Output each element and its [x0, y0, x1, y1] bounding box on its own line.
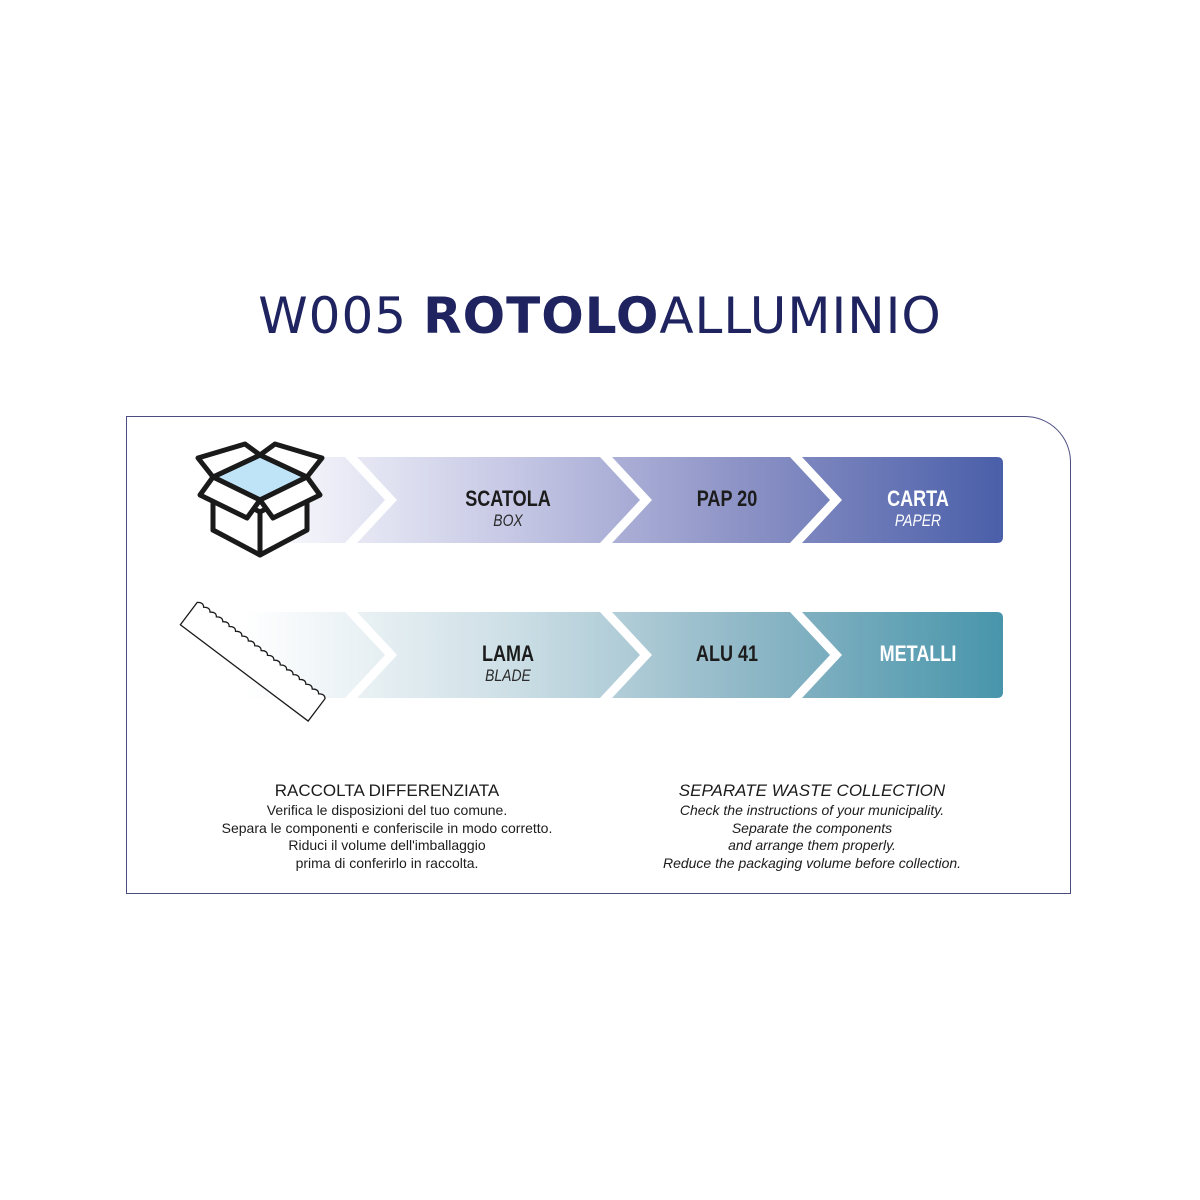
disposal-label-metal: METALLI: [879, 641, 957, 666]
info-line: and arrange them properly.: [728, 837, 896, 853]
info-line: Riduci il volume dell'imballaggio: [288, 837, 486, 853]
info-line: Separa le componenti e conferiscile in m…: [221, 819, 553, 836]
component-label-blade: LAMA BLADE: [481, 641, 535, 686]
chevron-material: [802, 457, 1003, 543]
material-code-pap20: PAP 20: [696, 486, 758, 511]
info-line: Verifica le disposizioni del tuo comune.: [266, 802, 508, 818]
info-line: Reduce the packaging volume before colle…: [662, 854, 962, 871]
chevron-component: [357, 457, 640, 543]
chevron-code: [612, 612, 830, 698]
chevron-component: [357, 612, 640, 698]
row-paper-chevrons: [245, 457, 1003, 543]
page-title: W005 ROTOLOALLUMINIO: [0, 284, 1200, 346]
info-heading: RACCOLTA DIFFERENZIATA: [274, 781, 500, 800]
chevron-code: [612, 457, 830, 543]
info-line: Check the instructions of your municipal…: [679, 802, 945, 818]
info-line: prima di conferirlo in raccolta.: [295, 854, 479, 871]
material-code-alu41: ALU 41: [695, 641, 759, 666]
product-code: W005: [258, 287, 408, 345]
product-name-bold: ROTOLO: [423, 287, 660, 345]
info-heading: SEPARATE WASTE COLLECTION: [678, 781, 946, 800]
recycling-info-frame: [126, 416, 1071, 894]
blade-icon: [179, 601, 326, 722]
info-line: Separate the components: [731, 819, 893, 836]
box-icon: [195, 441, 325, 558]
component-label-box: SCATOLA BOX: [465, 486, 551, 531]
info-english: SEPARATE WASTE COLLECTION Check the inst…: [572, 780, 1052, 872]
product-name-light: ALLUMINIO: [659, 287, 942, 345]
chevron-material: [802, 612, 1003, 698]
disposal-label-paper: CARTA PAPER: [887, 486, 949, 531]
info-italian: RACCOLTA DIFFERENZIATA Verifica le dispo…: [147, 780, 627, 872]
